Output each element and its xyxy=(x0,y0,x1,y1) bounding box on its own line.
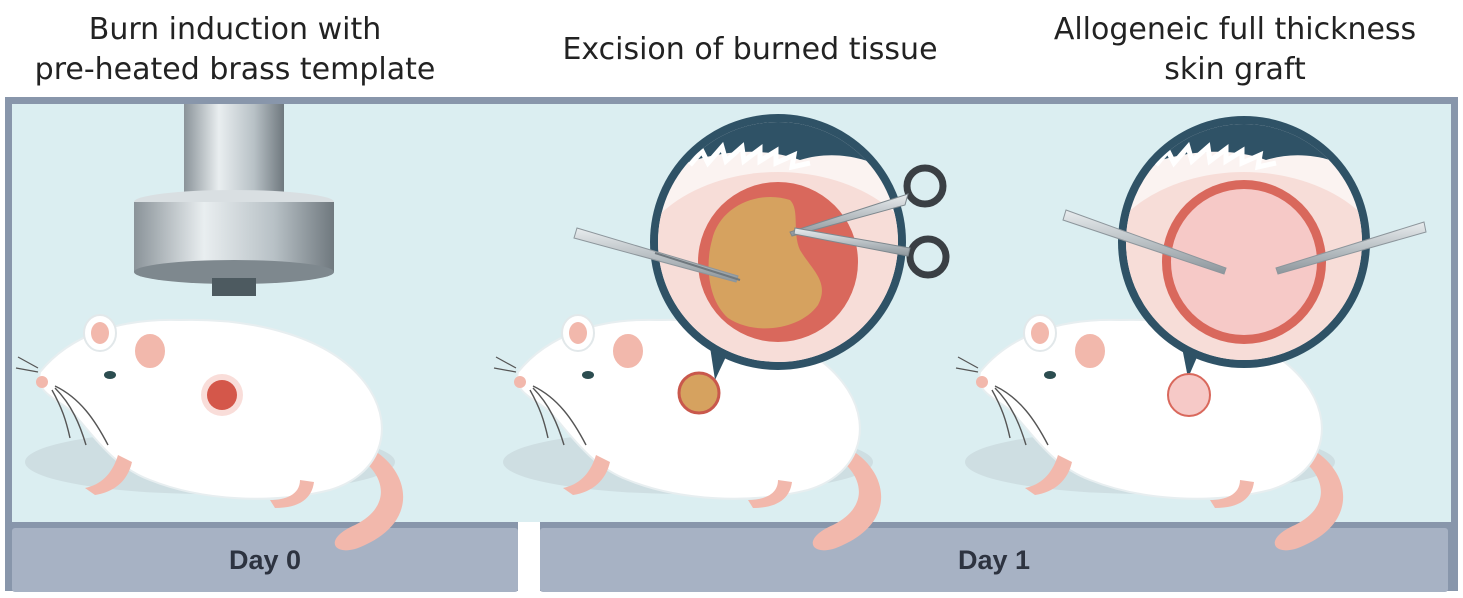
step-title-excision: Excision of burned tissue xyxy=(500,6,1000,94)
graft-site xyxy=(1168,374,1210,416)
day-label-day-1: Day 1 xyxy=(540,528,1448,592)
step-title-skin-graft: Allogeneic full thickness skin graft xyxy=(1010,6,1460,94)
day-label-day-0: Day 0 xyxy=(12,528,518,592)
procedure-diagram xyxy=(0,95,1463,598)
excised-wound-site xyxy=(679,373,719,413)
burn-wound xyxy=(207,380,237,410)
step-title-burn-induction: Burn induction with pre-heated brass tem… xyxy=(0,6,470,94)
